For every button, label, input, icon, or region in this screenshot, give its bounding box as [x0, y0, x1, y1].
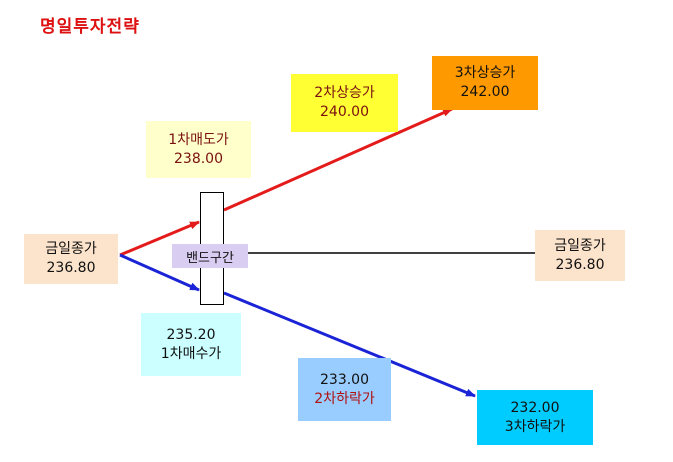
- up-trend-line: [223, 107, 453, 212]
- fall3-value: 232.00: [510, 399, 560, 416]
- right-close-box: 금일종가 236.80: [535, 230, 625, 281]
- rise3-box: 3차상승가 242.00: [432, 56, 538, 110]
- fall2-value: 233.00: [320, 371, 369, 388]
- right-close-label: 금일종가: [554, 237, 606, 254]
- down-trend-line: [223, 291, 476, 398]
- fall3-label: 3차하락가: [504, 418, 566, 435]
- today-close-value: 236.80: [46, 260, 96, 276]
- buy1-value: 235.20: [166, 326, 216, 343]
- sell1-box: 1차매도가 238.00: [146, 121, 251, 178]
- sell1-value: 238.00: [174, 150, 223, 167]
- today-close-box: 금일종가 236.80: [24, 234, 118, 284]
- today-close-label: 금일종가: [45, 241, 97, 257]
- down-arrow-to-band: [119, 253, 200, 292]
- page-title: 명일투자전략: [40, 17, 140, 37]
- rise3-label: 3차상승가: [454, 65, 516, 81]
- fall3-box: 232.00 3차하락가: [477, 390, 593, 445]
- fall2-label: 2차하락가: [314, 390, 375, 407]
- up-arrow-to-band: [119, 220, 200, 257]
- rise2-box: 2차상승가 240.00: [291, 74, 398, 132]
- buy1-box: 235.20 1차매수가: [141, 313, 241, 376]
- fall2-box: 233.00 2차하락가: [298, 358, 391, 421]
- band-range-label: 밴드구간: [172, 244, 248, 268]
- rise3-value: 242.00: [460, 84, 510, 100]
- rise2-value: 240.00: [320, 104, 369, 120]
- sell1-label: 1차매도가: [168, 131, 229, 148]
- rise2-label: 2차상승가: [314, 85, 375, 101]
- right-close-value: 236.80: [555, 256, 605, 273]
- buy1-label: 1차매수가: [160, 345, 222, 362]
